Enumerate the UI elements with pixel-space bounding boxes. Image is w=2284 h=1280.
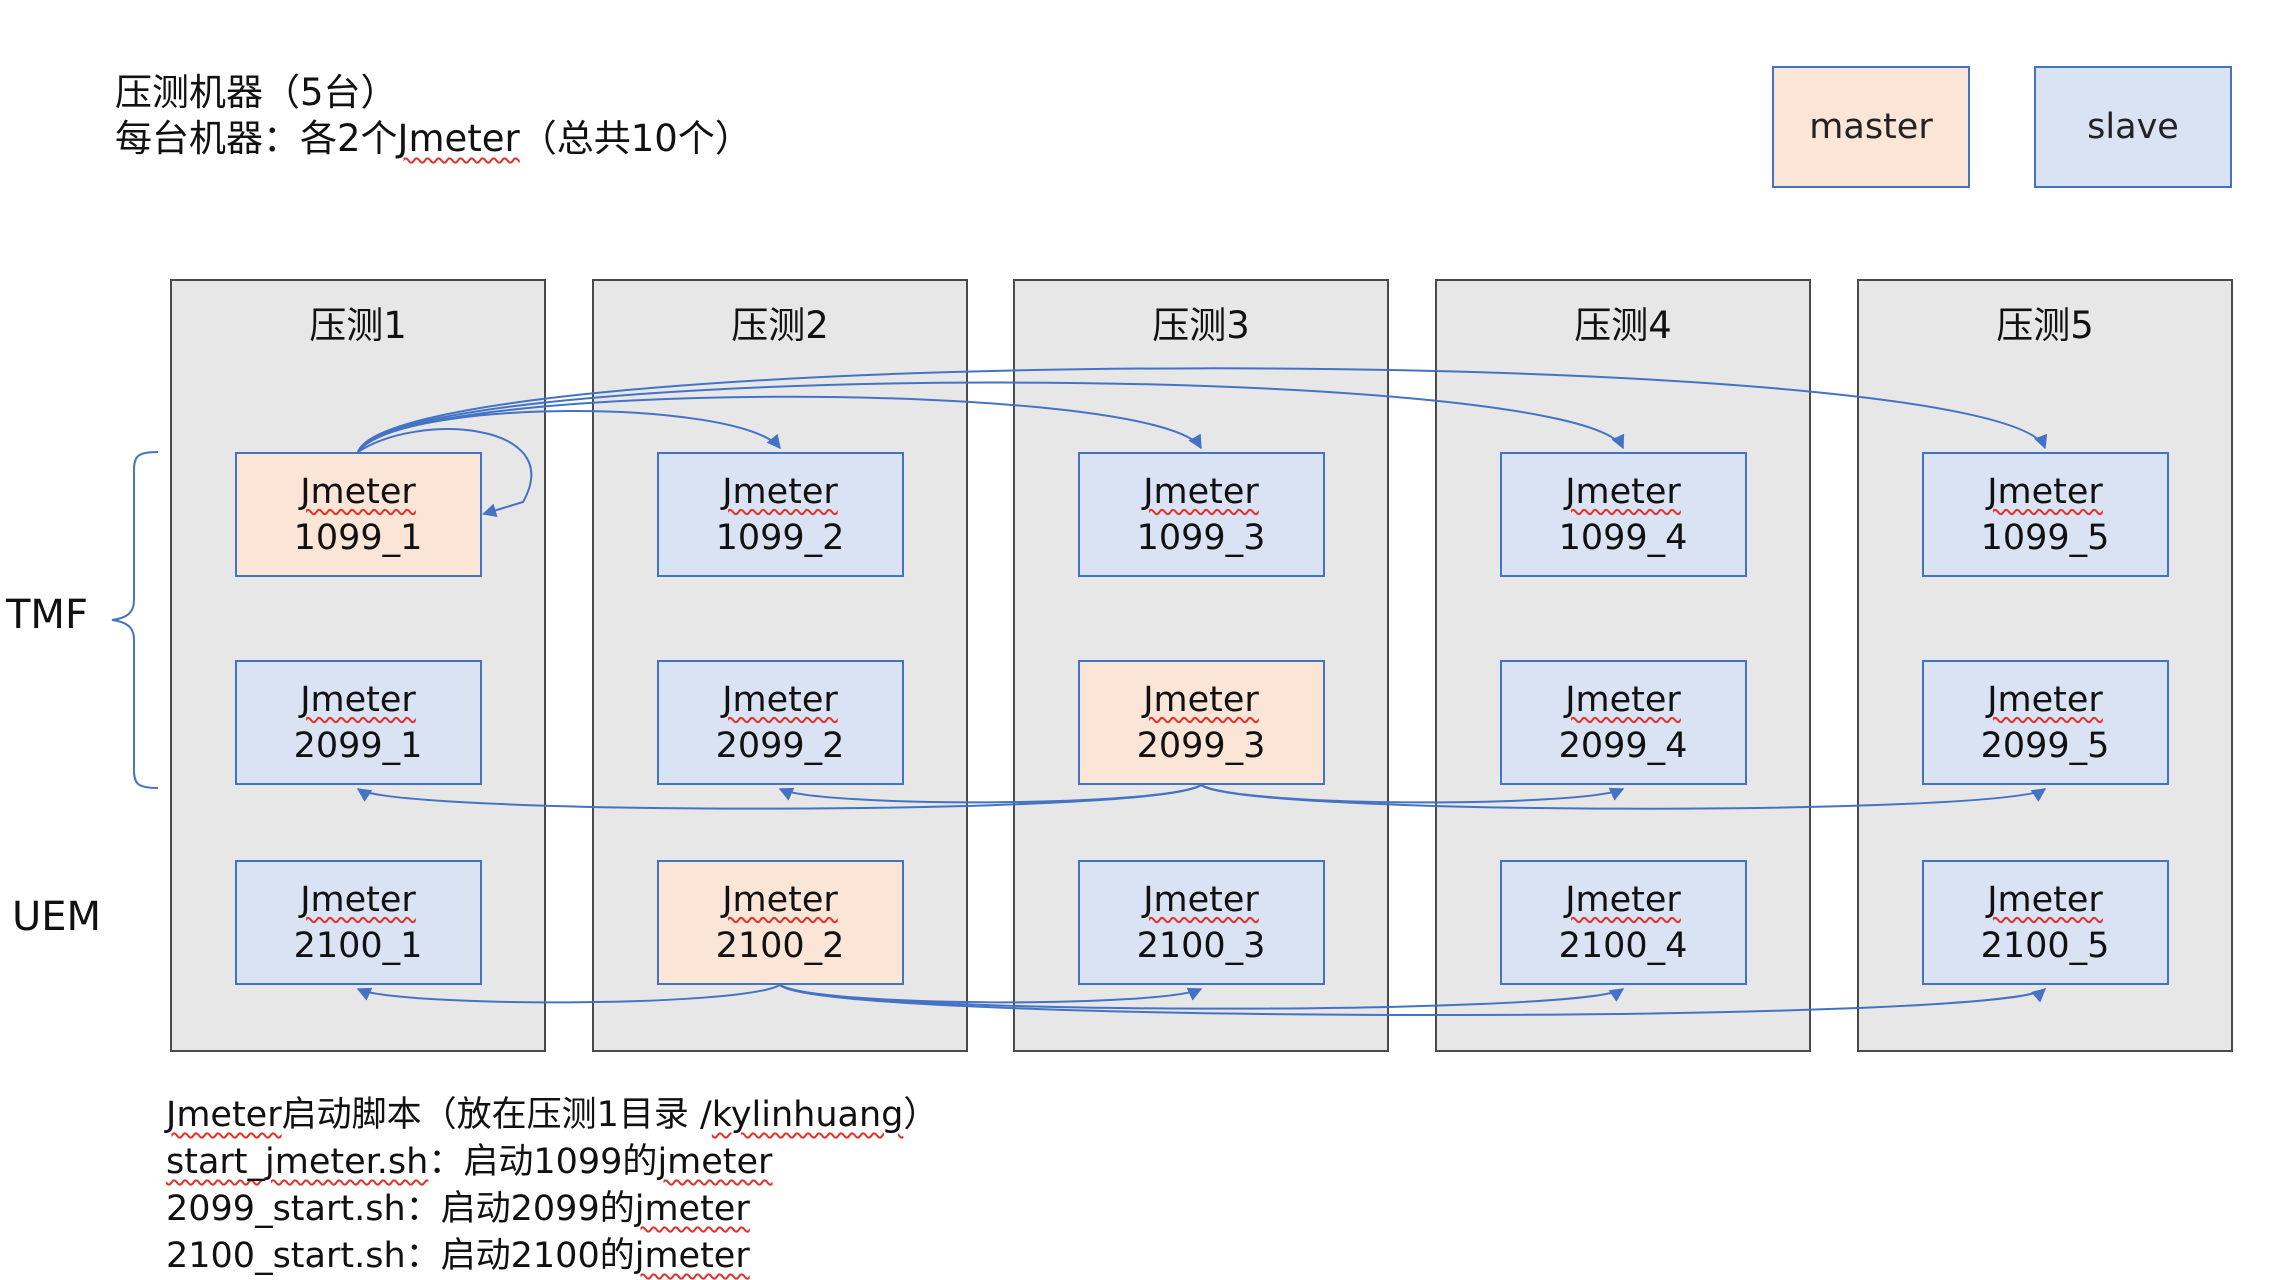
jmeter-node-title: Jmeter: [1143, 471, 1259, 512]
jmeter-node-id: 2100_3: [1136, 925, 1266, 966]
jmeter-node-1099-3: Jmeter 1099_3: [1077, 452, 1325, 577]
machine-column-title: 压测1: [309, 304, 407, 347]
arrow-2099-to-1: [356, 784, 1202, 810]
footer-line3-mid: ：启动2099的: [405, 1189, 635, 1229]
jmeter-node-1099-2: Jmeter 1099_2: [656, 452, 904, 577]
footer-line1-mid: 启动脚本（放在压测1目录 /: [281, 1095, 712, 1135]
footer-path: kylinhuang: [711, 1095, 904, 1135]
jmeter-node-2099-2: Jmeter 2099_2: [656, 660, 904, 785]
jmeter-node-id: 2099_2: [715, 725, 845, 766]
jmeter-node-2100-5: Jmeter 2100_5: [1921, 860, 2169, 985]
tmf-brace: [111, 451, 159, 789]
legend-master-label: master: [1809, 107, 1933, 147]
jmeter-node-title: Jmeter: [722, 679, 838, 720]
header-title: 压测机器（5台）: [115, 71, 398, 114]
jmeter-node-2099-3: Jmeter 2099_3: [1077, 660, 1325, 785]
jmeter-node-id: 1099_5: [1980, 517, 2110, 558]
footer-line-2: start_jmeter.sh：启动1099的jmeter: [166, 1139, 772, 1186]
jmeter-node-id: 2099_3: [1136, 725, 1266, 766]
jmeter-node-2099-1: Jmeter 2099_1: [234, 660, 482, 785]
arrow-1099-to-5: [357, 367, 2047, 453]
jmeter-node-2100-2: Jmeter 2100_2: [656, 860, 904, 985]
jmeter-node-id: 1099_2: [715, 517, 845, 558]
jmeter-node-id: 2100_1: [293, 925, 423, 966]
arrow-2100-to-5: [779, 984, 2047, 1016]
jmeter-node-title: Jmeter: [722, 879, 838, 920]
jmeter-node-title: Jmeter: [1143, 879, 1259, 920]
arrows-group: [356, 367, 2047, 1016]
jmeter-node-title: Jmeter: [1987, 879, 2103, 920]
jmeter-node-2100-3: Jmeter 2100_3: [1077, 860, 1325, 985]
footer-script-2100: 2100_start.sh: [166, 1236, 406, 1276]
arrow-2099-to-5: [1200, 784, 2047, 810]
machine-column-title: 压测2: [731, 304, 829, 347]
jmeter-node-id: 2099_1: [293, 725, 423, 766]
footer-jmeter-word: Jmeter: [166, 1095, 282, 1135]
jmeter-node-id: 1099_1: [293, 517, 423, 558]
jmeter-node-title: Jmeter: [1987, 471, 2103, 512]
legend-slave: slave: [2034, 66, 2232, 188]
jmeter-node-id: 1099_4: [1558, 517, 1688, 558]
footer-line1-end: ）: [903, 1095, 939, 1135]
jmeter-node-id: 1099_3: [1136, 517, 1266, 558]
jmeter-node-2100-1: Jmeter 2100_1: [234, 860, 482, 985]
jmeter-node-2099-5: Jmeter 2099_5: [1921, 660, 2169, 785]
header-line-1: 压测机器（5台）: [115, 70, 398, 116]
arrow-2100-to-3: [779, 984, 1203, 1004]
machine-column-title: 压测4: [1574, 304, 1672, 347]
jmeter-node-id: 2100_2: [715, 925, 845, 966]
header-line-2: 每台机器：各2个Jmeter（总共10个）: [115, 116, 752, 162]
header-line2-suffix: （总共10个）: [519, 117, 752, 160]
arrow-1099-to-4: [357, 381, 1624, 453]
jmeter-node-title: Jmeter: [1987, 679, 2103, 720]
footer-line-4: 2100_start.sh：启动2100的jmeter: [166, 1233, 750, 1280]
jmeter-node-1099-5: Jmeter 1099_5: [1921, 452, 2169, 577]
jmeter-node-1099-1: Jmeter 1099_1: [234, 452, 482, 577]
header-line2-prefix: 每台机器：各2个: [115, 117, 398, 160]
jmeter-node-title: Jmeter: [300, 679, 416, 720]
arrow-2099-to-2: [778, 784, 1202, 804]
header-line2-word: Jmeter: [397, 117, 520, 160]
footer-script-start-jmeter: start_jmeter.sh: [166, 1142, 429, 1182]
arrow-2100-to-1: [356, 984, 781, 1004]
jmeter-node-title: Jmeter: [1143, 679, 1259, 720]
jmeter-node-id: 2099_4: [1558, 725, 1688, 766]
tmf-label: TMF: [6, 592, 88, 638]
jmeter-node-title: Jmeter: [1565, 471, 1681, 512]
footer-line3-word: jmeter: [634, 1189, 750, 1229]
jmeter-node-2100-4: Jmeter 2100_4: [1499, 860, 1747, 985]
footer-line-3: 2099_start.sh：启动2099的jmeter: [166, 1186, 750, 1233]
machine-column-title: 压测5: [1996, 304, 2094, 347]
machine-column-title: 压测3: [1152, 304, 1250, 347]
footer-line4-word: jmeter: [634, 1236, 750, 1276]
arrow-2100-to-4: [779, 984, 1625, 1010]
jmeter-node-title: Jmeter: [300, 471, 416, 512]
arrow-1099-to-1: [357, 428, 533, 518]
jmeter-node-2099-4: Jmeter 2099_4: [1499, 660, 1747, 785]
jmeter-node-id: 2100_5: [1980, 925, 2110, 966]
jmeter-node-id: 2099_5: [1980, 725, 2110, 766]
footer-line2-mid: ：启动1099的: [428, 1142, 658, 1182]
uem-label: UEM: [12, 894, 102, 940]
footer-script-2099: 2099_start.sh: [166, 1189, 406, 1229]
jmeter-node-title: Jmeter: [1565, 879, 1681, 920]
jmeter-node-title: Jmeter: [300, 879, 416, 920]
jmeter-node-title: Jmeter: [1565, 679, 1681, 720]
jmeter-node-id: 2100_4: [1558, 925, 1688, 966]
footer-line4-mid: ：启动2100的: [405, 1236, 635, 1276]
legend-master: master: [1772, 66, 1970, 188]
arrow-2099-to-4: [1200, 784, 1625, 804]
legend-slave-label: slave: [2087, 107, 2179, 147]
jmeter-node-title: Jmeter: [722, 471, 838, 512]
jmeter-node-1099-4: Jmeter 1099_4: [1499, 452, 1747, 577]
footer-line-1: Jmeter启动脚本（放在压测1目录 /kylinhuang）: [166, 1092, 938, 1139]
arrow-1099-to-3: [357, 395, 1202, 453]
footer-line2-word: jmeter: [657, 1142, 773, 1182]
